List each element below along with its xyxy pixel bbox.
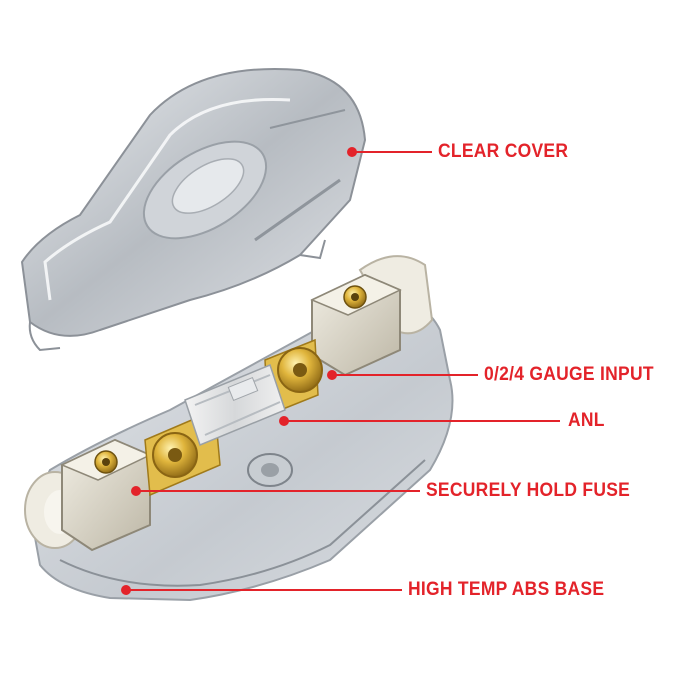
anl-fuse bbox=[184, 364, 286, 446]
callout-anl-dot bbox=[279, 416, 289, 426]
callout-cover-dot bbox=[347, 147, 357, 157]
callout-label-high-temp-abs-base: HIGH TEMP ABS BASE bbox=[408, 579, 605, 600]
callout-label-anl: ANL bbox=[568, 410, 605, 431]
callout-input-line bbox=[327, 370, 478, 380]
callout-label-gauge-input: 0/2/4 GAUGE INPUT bbox=[484, 364, 654, 385]
callout-input-dot bbox=[327, 370, 337, 380]
left-terminal-block bbox=[60, 438, 152, 552]
callout-hold-line bbox=[131, 486, 420, 496]
callout-label-clear-cover: CLEAR COVER bbox=[438, 141, 569, 162]
callout-hold-dot bbox=[131, 486, 141, 496]
callout-base-dot bbox=[121, 585, 131, 595]
callout-base-line bbox=[121, 585, 402, 595]
callout-anl-line bbox=[279, 416, 560, 426]
right-terminal-block bbox=[310, 273, 402, 377]
clear-cover bbox=[20, 67, 367, 352]
callout-label-securely-hold-fuse: SECURELY HOLD FUSE bbox=[426, 480, 631, 501]
callout-cover-line bbox=[347, 147, 432, 157]
